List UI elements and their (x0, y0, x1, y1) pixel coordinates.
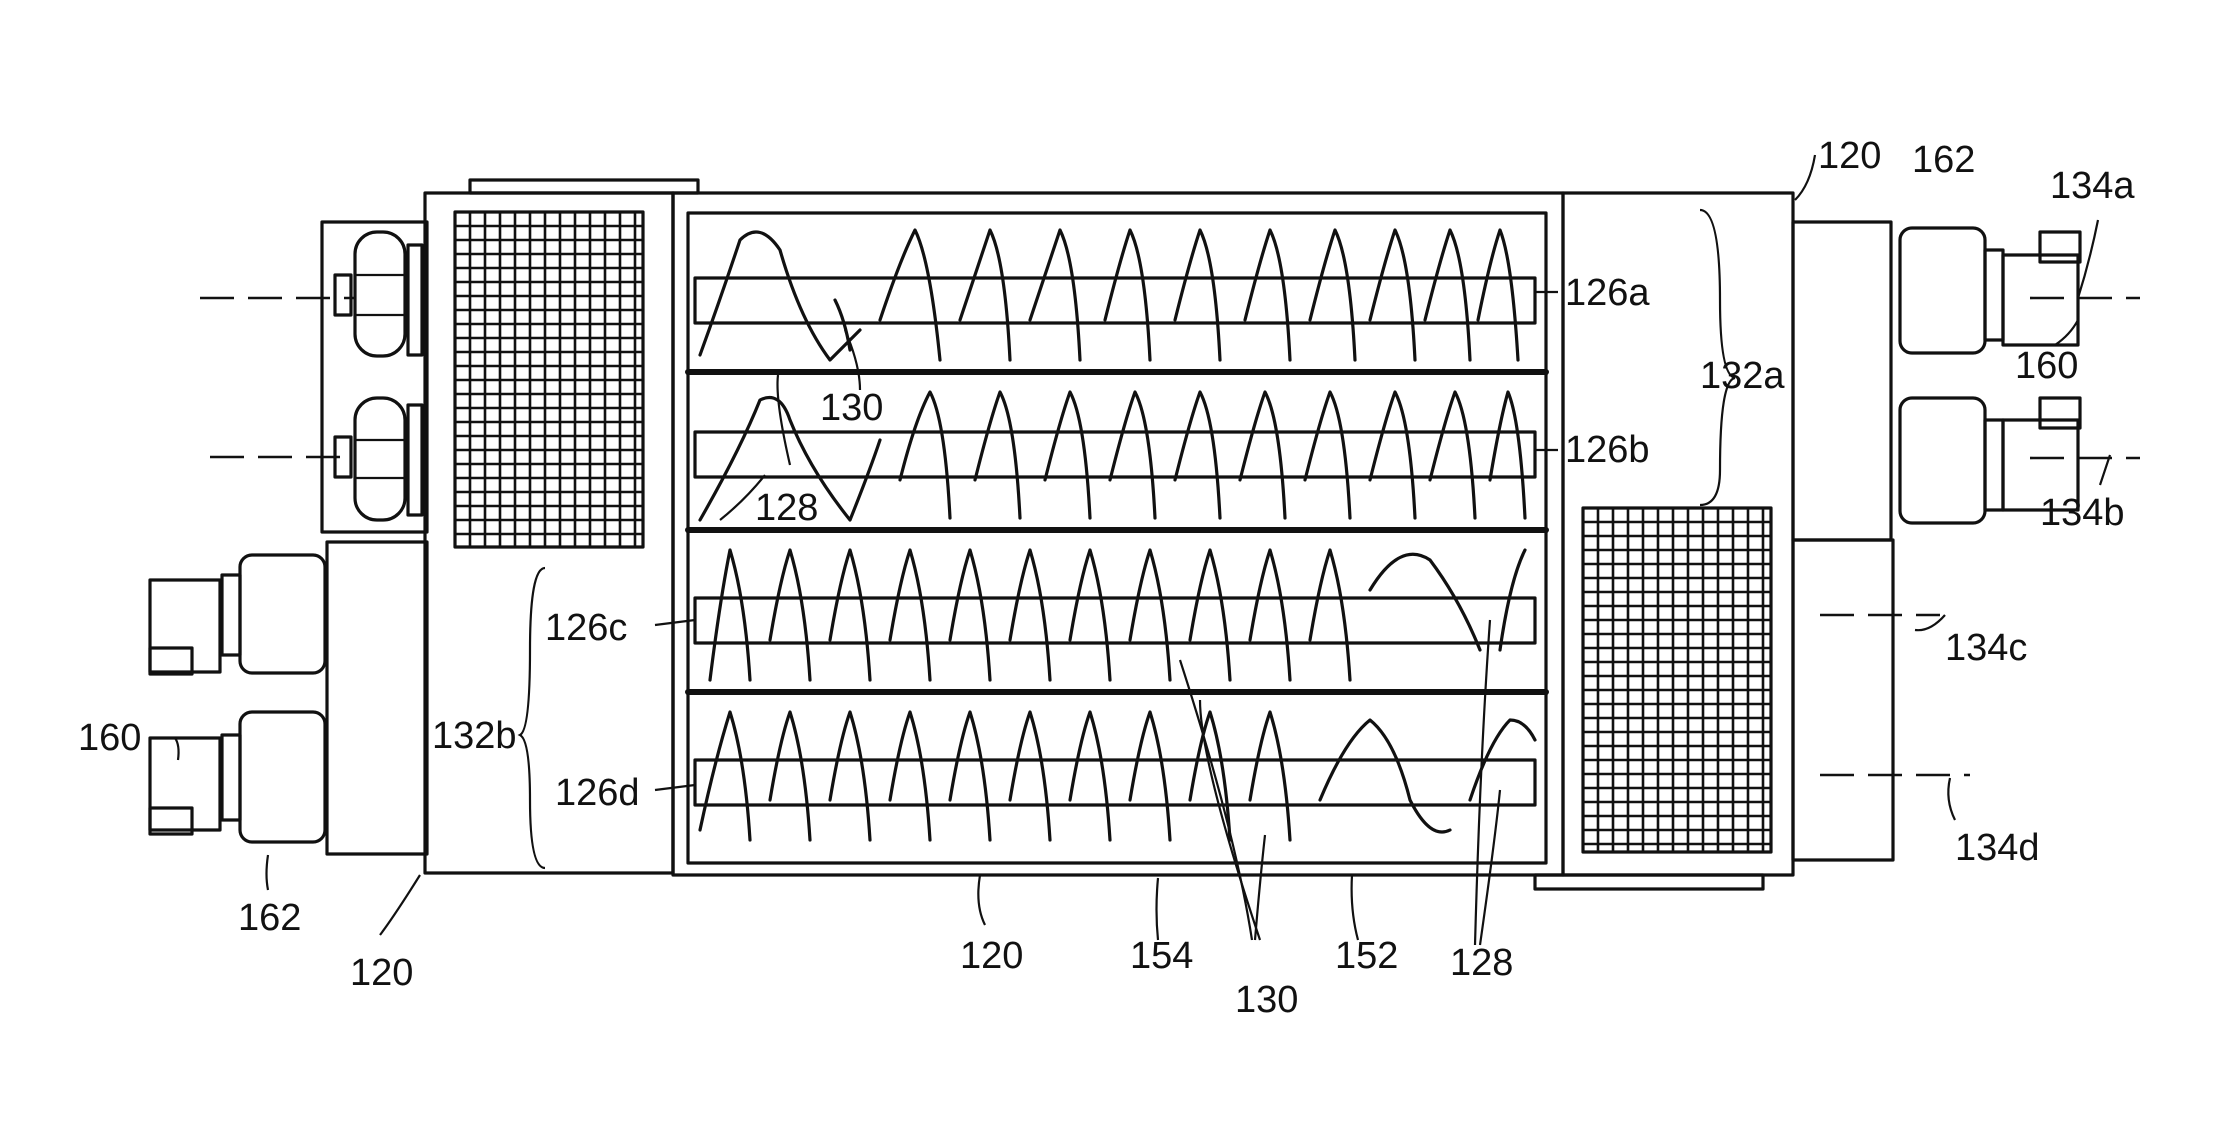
label-shaft-d: 134d (1955, 827, 2040, 869)
label-manifold-right: 132a (1700, 355, 1785, 397)
barrel-housing (673, 193, 1563, 875)
label-flights-bottom: 130 (1235, 979, 1298, 1021)
left-manifold-plate (425, 180, 698, 873)
left-filter-grid (455, 212, 643, 547)
label-motor-top-right: 162 (1912, 139, 1975, 181)
screw-126d (695, 712, 1535, 840)
label-core-top: 128 (755, 487, 818, 529)
screw-126c (695, 550, 1535, 680)
label-shaft-a: 134a (2050, 165, 2135, 207)
label-housing-bottom-mid: 120 (960, 935, 1023, 977)
label-shaft-c: 134c (1945, 627, 2027, 669)
label-housing-bottom-left: 120 (350, 952, 413, 994)
right-drive-lower (1793, 540, 1970, 860)
reference-labels: 120 162 134a 160 134b 134c 134d 132a 126… (78, 135, 2135, 1021)
label-screw-c: 126c (545, 607, 627, 649)
right-filter-grid (1583, 508, 1771, 852)
left-lower-drive (150, 542, 427, 854)
label-housing-top-right: 120 (1818, 135, 1881, 177)
label-shaft-b: 134b (2040, 492, 2125, 534)
label-screw-a: 126a (1565, 272, 1650, 314)
label-screw-d: 126d (555, 772, 640, 814)
label-cores-bottom: 128 (1450, 942, 1513, 984)
label-wall-152: 152 (1335, 935, 1398, 977)
screw-126a (695, 230, 1535, 360)
left-drive-housing (200, 222, 427, 532)
label-flight-top: 130 (820, 387, 883, 429)
label-screw-b: 126b (1565, 429, 1650, 471)
label-gear-left: 160 (78, 717, 141, 759)
label-motor-left: 162 (238, 897, 301, 939)
label-wall-154: 154 (1130, 935, 1193, 977)
label-manifold-left: 132b (432, 715, 517, 757)
label-gear-top-right: 160 (2015, 345, 2078, 387)
